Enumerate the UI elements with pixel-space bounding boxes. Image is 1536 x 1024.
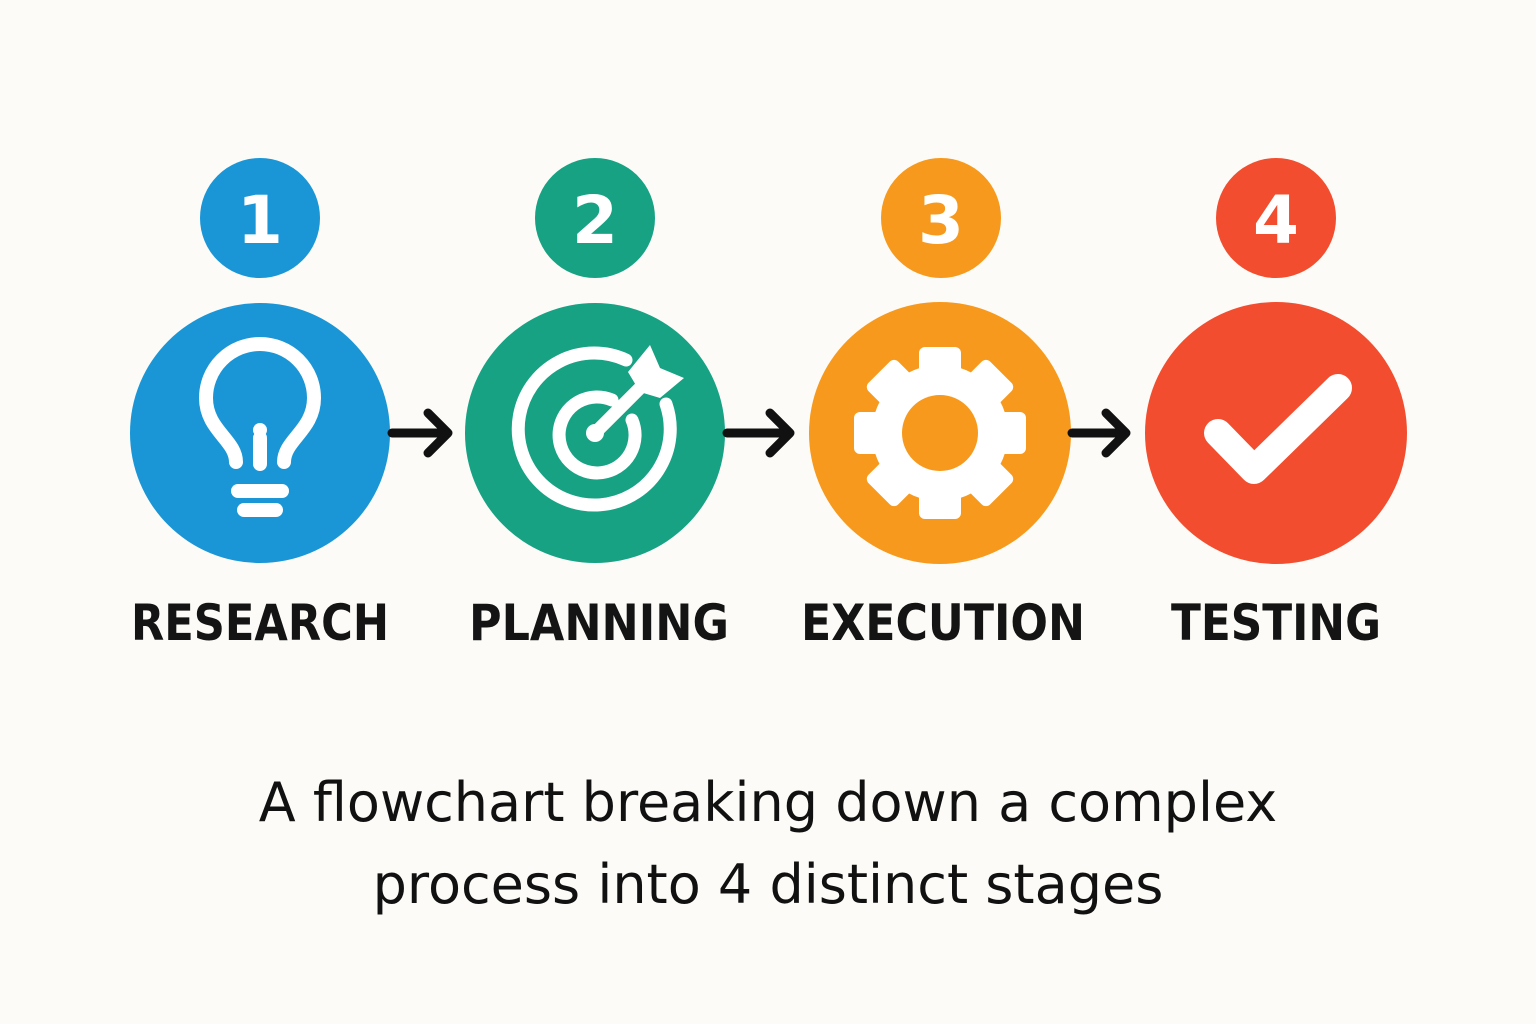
- stage-label-research: RESEARCH: [131, 594, 389, 652]
- checkmark-icon: [1204, 374, 1352, 484]
- caption-line-2: process into 4 distinct stages: [372, 853, 1164, 916]
- arrow-right-icon: [1067, 408, 1131, 458]
- stage-research: 1 RESEARCH: [130, 158, 390, 652]
- stage-number-badge-3: [881, 158, 1001, 278]
- gear-icon: [854, 347, 1026, 519]
- stage-execution: 3 EXECUTION: [801, 158, 1085, 652]
- stage-planning: 2 PLANNING: [465, 158, 729, 652]
- stage-number-3: 3: [918, 182, 964, 259]
- stage-label-execution: EXECUTION: [801, 594, 1085, 652]
- stage-label-planning: PLANNING: [469, 594, 729, 652]
- stage-testing: 4 TESTING: [1145, 158, 1407, 652]
- arrow-right-icon: [387, 408, 453, 458]
- stage-number-badge-1: [200, 158, 320, 278]
- caption-line-1: A flowchart breaking down a complex: [258, 771, 1278, 834]
- arrow-right-icon: [722, 408, 795, 458]
- stage-label-testing: TESTING: [1171, 594, 1381, 652]
- target-icon: [511, 345, 684, 512]
- diagram-caption: A flowchart breaking down a complex proc…: [0, 762, 1536, 926]
- stage-number-badge-4: [1216, 158, 1336, 278]
- stage-number-badge-2: [535, 158, 655, 278]
- stage-number-4: 4: [1253, 182, 1299, 259]
- stage-number-2: 2: [572, 182, 618, 259]
- stage-number-1: 1: [237, 182, 283, 259]
- lightbulb-icon: [199, 337, 321, 517]
